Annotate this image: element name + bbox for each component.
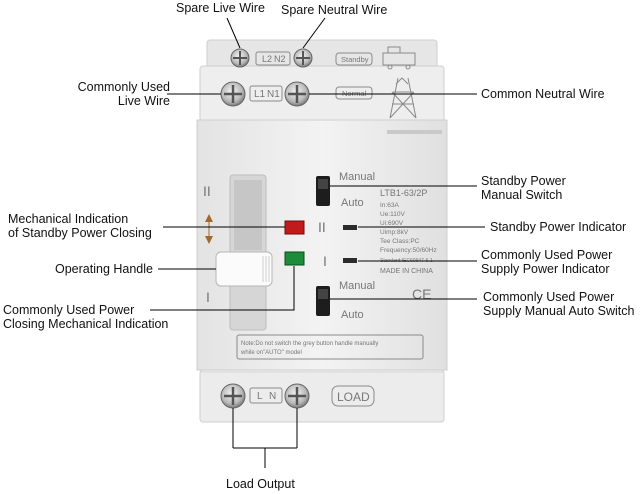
position-i-left: I [206, 289, 210, 305]
label-operating-handle: Operating Handle [55, 262, 153, 276]
screw-load-neutral [284, 383, 310, 409]
label-spare-live-wire: Spare Live Wire [176, 1, 265, 15]
generator-icon [382, 46, 416, 70]
note-line-1: Note:Do not switch the grey button handl… [241, 341, 378, 347]
common-closing-indicator-window [284, 251, 305, 266]
label-mechanical-indication-standby: Mechanical Indication of Standby Power C… [8, 212, 152, 240]
power-tower-icon [389, 77, 417, 119]
auto-label-upper: Auto [341, 197, 364, 209]
spec-list: In:63A Ue:110V Ui:690V Uimp:8kV Tee Class:PC… [380, 202, 437, 254]
spec-line: Ui:690V [380, 220, 404, 227]
screw-spare-neutral [293, 48, 313, 68]
screw-spare-live [230, 48, 250, 68]
terminal-label-n: N [269, 391, 276, 402]
manual-label-lower: Manual [339, 280, 375, 292]
label-standby-power-manual-switch: Standby Power Manual Switch [481, 174, 566, 202]
label-spare-neutral-wire: Spare Neutral Wire [281, 3, 388, 17]
screw-common-live [220, 81, 246, 107]
standby-closing-indicator-window [284, 220, 305, 235]
made-in-text: MADE IN CHINA [380, 268, 433, 275]
position-i-right: I [323, 253, 327, 269]
standby-tag: Standby [341, 55, 369, 64]
spec-line: In:63A [380, 202, 399, 209]
label-commonly-used-live-wire: Commonly Used Live Wire [77, 80, 170, 108]
note-line-2: while on"AUTO" model [240, 350, 302, 356]
label-load-output: Load Output [226, 477, 295, 491]
label-common-power-supply-indicator: Commonly Used Power Supply Power Indicat… [481, 248, 613, 276]
label-common-power-closing-indication: Commonly Used Power Closing Mechanical I… [3, 303, 169, 331]
common-power-led [343, 258, 357, 263]
manual-label-upper: Manual [339, 171, 375, 183]
label-standby-power-indicator: Standby Power Indicator [490, 220, 627, 234]
terminal-label-l1: L1 [254, 89, 266, 100]
direction-arrows [205, 214, 213, 244]
ce-mark: CE [412, 286, 431, 302]
spec-line: Tee Class:PC [380, 238, 420, 245]
position-ii-right: II [318, 219, 326, 235]
screw-common-neutral [284, 81, 310, 107]
terminal-label-l: L [257, 391, 263, 402]
operating-handle[interactable] [215, 251, 273, 287]
screw-load-live [220, 383, 246, 409]
position-ii-left: II [203, 183, 211, 199]
terminal-label-n1: N1 [267, 89, 280, 100]
standby-power-led [343, 225, 357, 230]
bottom-block [199, 369, 445, 423]
spec-line: Frequency:50/60Hz [380, 247, 437, 254]
spec-line: Ue:110V [380, 211, 405, 218]
note-box [236, 334, 424, 360]
terminal-label-l2: L2 [262, 54, 272, 64]
label-common-manual-auto-switch: Commonly Used Power Supply Manual Auto S… [483, 290, 635, 318]
label-common-neutral-wire: Common Neutral Wire [481, 87, 605, 101]
model-number: LTB1-63/2P [380, 188, 427, 198]
auto-label-lower: Auto [341, 309, 364, 321]
load-tag: LOAD [337, 390, 370, 404]
leader-lines [150, 17, 485, 468]
terminal-label-n2: N2 [274, 54, 286, 64]
spec-line: Uimp:8kV [380, 229, 409, 236]
